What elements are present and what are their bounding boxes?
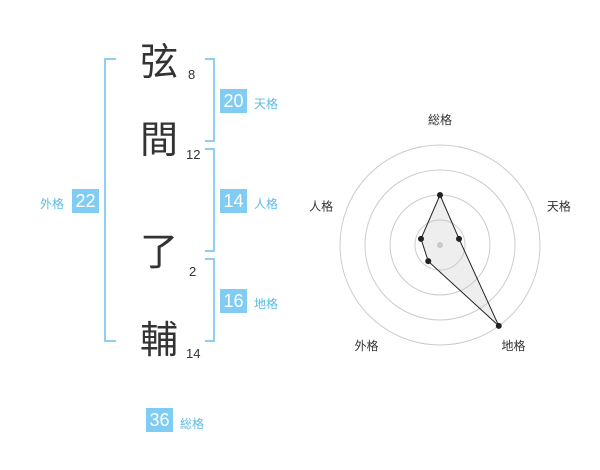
- chikaku-label: 地格: [254, 297, 279, 311]
- tenkaku-value: 20: [220, 89, 247, 113]
- radar-axis-label: 人格: [309, 198, 333, 213]
- gaikaku-bracket: [104, 58, 116, 342]
- name-char-4: 輔: [140, 318, 179, 362]
- radar-point: [437, 192, 443, 198]
- tenkaku-label: 天格: [254, 97, 279, 111]
- jinkaku-bracket: [205, 148, 215, 252]
- radar-center: [437, 242, 443, 248]
- name-char-1: 弦: [140, 40, 179, 84]
- radar-point: [425, 258, 432, 265]
- name-char-2: 間: [140, 118, 179, 162]
- radar-data-polygon: [420, 193, 500, 327]
- radar-point: [495, 322, 502, 329]
- radar-point: [417, 235, 424, 242]
- tenkaku-bracket: [205, 58, 215, 142]
- chikaku-bracket: [205, 258, 215, 342]
- radar-axis-label: 地格: [501, 338, 525, 353]
- name-char-3: 了: [140, 230, 179, 274]
- jinkaku-value: 14: [220, 189, 247, 213]
- stroke-count-4: 14: [186, 346, 201, 361]
- radar-ring: [339, 144, 541, 346]
- jinkaku-label: 人格: [254, 197, 279, 211]
- radar-axis-label: 総格: [428, 112, 452, 127]
- stroke-count-3: 2: [189, 264, 197, 279]
- soukaku-value: 36: [146, 408, 173, 432]
- gaikaku-label: 外格: [40, 197, 65, 211]
- gaikaku-value: 22: [72, 189, 99, 213]
- radar-axis-label: 外格: [355, 338, 379, 353]
- radar-point: [456, 235, 463, 242]
- radar-axis-label: 天格: [547, 198, 571, 213]
- radar-ring: [364, 169, 516, 321]
- stroke-count-1: 8: [188, 67, 196, 82]
- soukaku-label: 総格: [180, 417, 205, 431]
- chikaku-value: 16: [220, 289, 247, 313]
- radar-ring: [414, 219, 466, 271]
- stroke-count-2: 12: [186, 147, 201, 162]
